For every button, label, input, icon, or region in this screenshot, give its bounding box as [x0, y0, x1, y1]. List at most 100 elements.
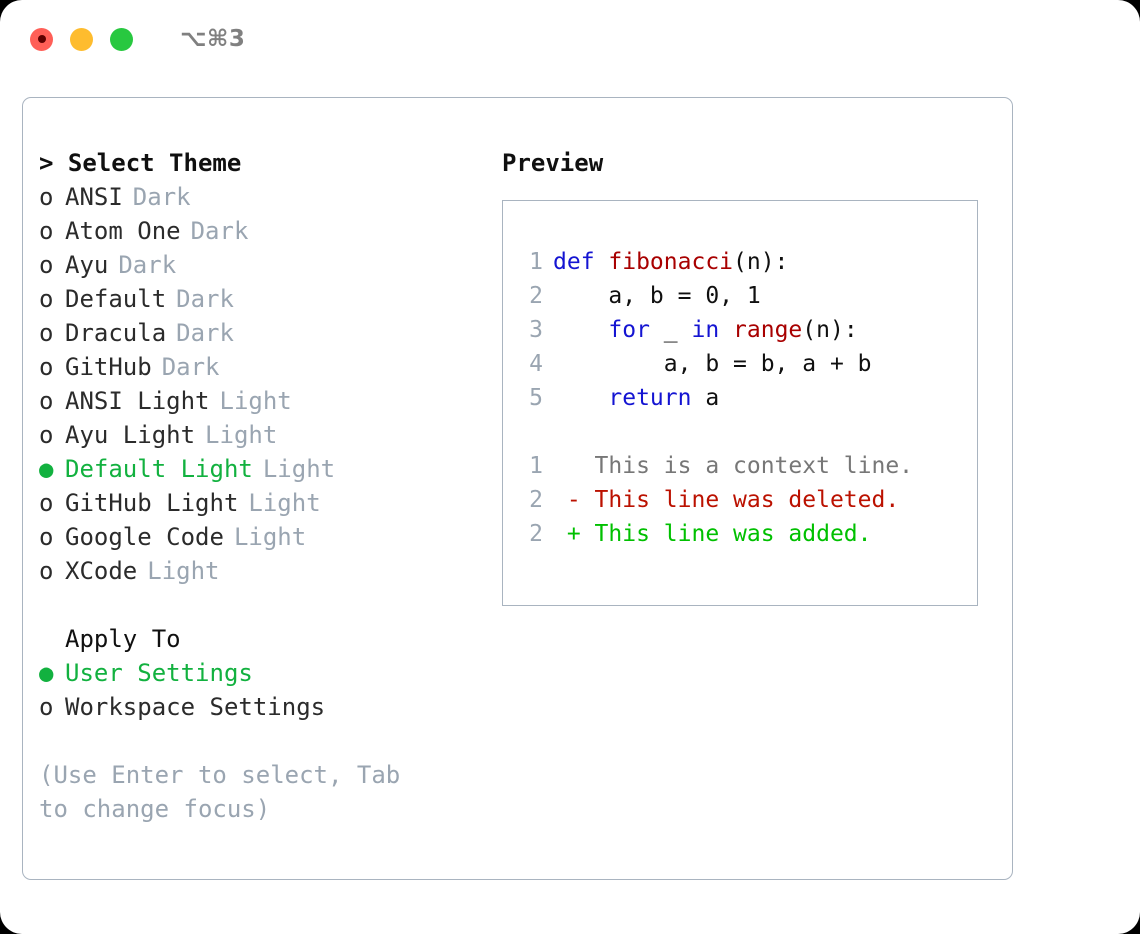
- theme-option-dracula[interactable]: o Dracula Dark: [39, 316, 493, 350]
- line-number: 4: [529, 351, 543, 377]
- radio-unselected-icon: o: [39, 387, 54, 415]
- theme-variant-tag: Light: [147, 557, 220, 585]
- apply-to-option-label: User Settings: [65, 659, 253, 687]
- code-line: 5 return a: [517, 381, 977, 415]
- apply-to-list: ● User Settings o Workspace Settings: [39, 656, 493, 724]
- code-line: 2 a, b = 0, 1: [517, 279, 977, 313]
- theme-option-xcode[interactable]: o XCode Light: [39, 554, 493, 588]
- radio-unselected-icon: o: [39, 319, 54, 347]
- code-token: return: [608, 385, 692, 411]
- window-controls: [30, 27, 133, 51]
- minimize-button[interactable]: [70, 27, 93, 51]
- theme-option-label: Dracula: [65, 319, 167, 347]
- theme-variant-tag: Dark: [176, 285, 234, 313]
- theme-option-default[interactable]: o Default Dark: [39, 282, 493, 316]
- code-token: fibonacci: [608, 249, 734, 275]
- line-number: 2: [529, 487, 543, 513]
- preview-spacer: [517, 415, 977, 449]
- theme-variant-tag: Dark: [132, 183, 191, 211]
- line-number: 3: [529, 317, 543, 343]
- code-token: (n):: [802, 317, 858, 343]
- code-line: 4 a, b = b, a + b: [517, 347, 977, 381]
- maximize-button[interactable]: [110, 27, 133, 51]
- theme-option-ansi-light[interactable]: o ANSI Light Light: [39, 384, 493, 418]
- radio-unselected-icon: o: [39, 353, 54, 381]
- apply-to-option-user-settings[interactable]: ● User Settings: [39, 656, 493, 690]
- theme-option-label: ANSI Light: [65, 387, 210, 415]
- preview-header: Preview: [502, 149, 604, 177]
- theme-variant-tag: Dark: [176, 319, 234, 347]
- line-number: 5: [529, 385, 543, 411]
- code-token: _: [649, 317, 692, 343]
- theme-variant-tag: Dark: [161, 353, 220, 381]
- code-line: 1 def fibonacci(n):: [517, 245, 977, 279]
- close-button[interactable]: [30, 27, 53, 51]
- theme-option-github[interactable]: o GitHub Dark: [39, 350, 493, 384]
- theme-option-label: XCode: [65, 557, 138, 585]
- radio-unselected-icon: o: [39, 489, 54, 517]
- code-token: - This line was deleted.: [553, 487, 900, 513]
- theme-variant-tag: Light: [219, 387, 292, 415]
- theme-option-ayu[interactable]: o Ayu Dark: [39, 248, 493, 282]
- apply-to-option-label: Workspace Settings: [65, 693, 326, 721]
- theme-option-label: Ayu: [65, 251, 109, 279]
- radio-unselected-icon: o: [39, 285, 54, 313]
- code-token: for: [608, 317, 650, 343]
- line-number: 2: [529, 521, 543, 547]
- diff-preview: 1 This is a context line.2 - This line w…: [517, 449, 977, 551]
- radio-unselected-icon: o: [39, 557, 54, 585]
- code-token: def: [553, 249, 609, 275]
- code-token: a, b = 0, 1: [553, 283, 761, 309]
- theme-variant-tag: Light: [262, 455, 336, 483]
- theme-variant-tag: Dark: [190, 217, 249, 245]
- code-token: range: [733, 317, 803, 343]
- code-token: (n):: [733, 249, 789, 275]
- theme-variant-tag: Dark: [118, 251, 177, 279]
- diff-line: 1 This is a context line.: [517, 449, 977, 483]
- code-line: 3 for _ in range(n):: [517, 313, 977, 347]
- radio-unselected-icon: o: [39, 693, 54, 721]
- theme-option-label: Ayu Light: [65, 421, 196, 449]
- theme-option-label: Default Light: [65, 455, 253, 483]
- code-token: [553, 317, 608, 343]
- radio-unselected-icon: o: [39, 421, 54, 449]
- radio-selected-icon: ●: [39, 659, 54, 687]
- keyboard-shortcut-label: ⌥⌘3: [180, 26, 246, 52]
- apply-to-option-workspace-settings[interactable]: o Workspace Settings: [39, 690, 493, 724]
- keyboard-hint-text: (Use Enter to select, Tab to change focu…: [39, 761, 415, 823]
- theme-option-label: Default: [65, 285, 167, 313]
- title-bar: ⌥⌘3: [0, 0, 1140, 78]
- radio-unselected-icon: o: [39, 523, 54, 551]
- theme-variant-tag: Light: [248, 489, 321, 517]
- code-token: in: [691, 317, 720, 343]
- select-theme-header: > Select Theme: [39, 149, 242, 177]
- theme-option-label: Atom One: [65, 217, 181, 245]
- code-token: [719, 317, 733, 343]
- radio-unselected-icon: o: [39, 251, 54, 279]
- line-number: 1: [529, 453, 543, 479]
- radio-unselected-icon: o: [39, 183, 54, 211]
- theme-option-label: GitHub: [65, 353, 152, 381]
- code-token: a: [691, 385, 720, 411]
- code-token: a, b = b, a + b: [553, 351, 872, 377]
- diff-line: 2 - This line was deleted.: [517, 483, 977, 517]
- line-number: 1: [529, 249, 543, 275]
- theme-option-ansi[interactable]: o ANSI Dark: [39, 180, 493, 214]
- theme-variant-tag: Light: [233, 523, 307, 551]
- line-number: 2: [529, 283, 543, 309]
- apply-to-header: Apply To: [65, 625, 181, 653]
- theme-option-github-light[interactable]: o GitHub Light Light: [39, 486, 493, 520]
- diff-line: 2 + This line was added.: [517, 517, 977, 551]
- theme-option-label: ANSI: [65, 183, 123, 211]
- theme-option-label: GitHub Light: [65, 489, 239, 517]
